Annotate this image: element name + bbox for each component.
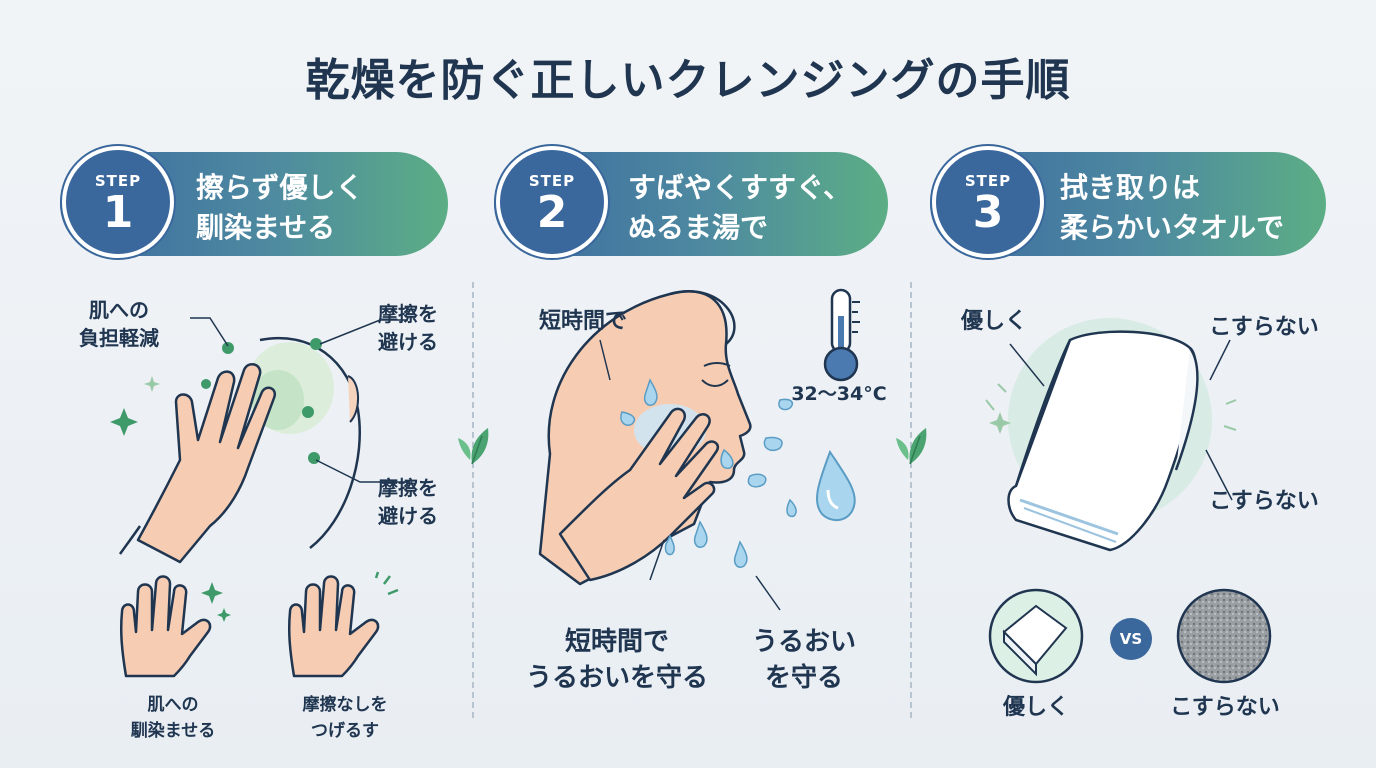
compare-no-rub-label: こすらない xyxy=(1170,695,1280,720)
page-title: 乾燥を防ぐ正しいクレンジングの手順 xyxy=(305,55,1071,106)
callout-no-rub-top: こすらない xyxy=(1209,315,1319,340)
thermometer-icon xyxy=(823,288,860,382)
step2-badge-label: STEP xyxy=(528,172,576,190)
vs-label: VS xyxy=(1119,630,1143,648)
callout-no-rub-bottom: こすらない xyxy=(1209,489,1319,514)
callout-line xyxy=(599,339,781,611)
divider-right xyxy=(910,282,912,718)
callout-avoid-friction-bottom: 摩擦を 避ける xyxy=(378,476,438,528)
vs-badge: VS xyxy=(1110,618,1152,660)
water-drop-icon xyxy=(620,378,856,568)
step3-badge-label: STEP xyxy=(964,172,1012,190)
callout-avoid-friction-top: 摩擦を 避ける xyxy=(378,302,438,354)
callout-reduce-burden: 肌への 負担軽減 xyxy=(79,298,159,350)
compare-gentle-label: 優しく xyxy=(1002,695,1069,720)
sub-label-no-friction: 摩擦なしを つげるす xyxy=(302,695,388,741)
bottom-moisture: うるおい を守る xyxy=(751,627,856,693)
step1-title: 擦らず優しく 馴染ませる xyxy=(196,171,364,244)
step1-badge-number: 1 xyxy=(102,187,134,238)
step2-badge-number: 2 xyxy=(536,187,568,238)
hand-on-face-icon xyxy=(110,336,361,564)
step2-badge: STEP 2 xyxy=(496,146,608,258)
soft-towel-icon xyxy=(988,588,1084,684)
divider-left xyxy=(472,282,474,718)
leaf-icon xyxy=(458,428,489,465)
leaf-icon xyxy=(896,428,927,465)
rough-towel-icon xyxy=(1176,588,1272,684)
temperature-label: 32〜34°C xyxy=(791,383,887,405)
callout-line xyxy=(1009,339,1233,501)
folded-towel-icon xyxy=(985,318,1237,552)
face-rinse-icon xyxy=(538,290,752,586)
bottom-short-time-moisture: 短時間で うるおいを守る xyxy=(525,627,708,693)
callout-line xyxy=(190,317,410,483)
step3-title: 拭き取りは 柔らかいタオルで xyxy=(1060,171,1285,244)
callout-gentle: 優しく xyxy=(960,309,1027,334)
step1-badge: STEP 1 xyxy=(62,146,174,258)
step3-badge: STEP 3 xyxy=(932,146,1044,258)
open-hands-icon xyxy=(119,575,231,678)
step2-title: すばやくすすぐ、 ぬるま湯で xyxy=(628,171,852,244)
step1-badge-label: STEP xyxy=(94,172,142,190)
callout-short-time: 短時間で xyxy=(538,309,627,334)
open-hands-icon xyxy=(287,571,399,678)
sub-label-blend: 肌への 馴染ませる xyxy=(130,695,216,741)
step3-badge-number: 3 xyxy=(972,187,1004,238)
